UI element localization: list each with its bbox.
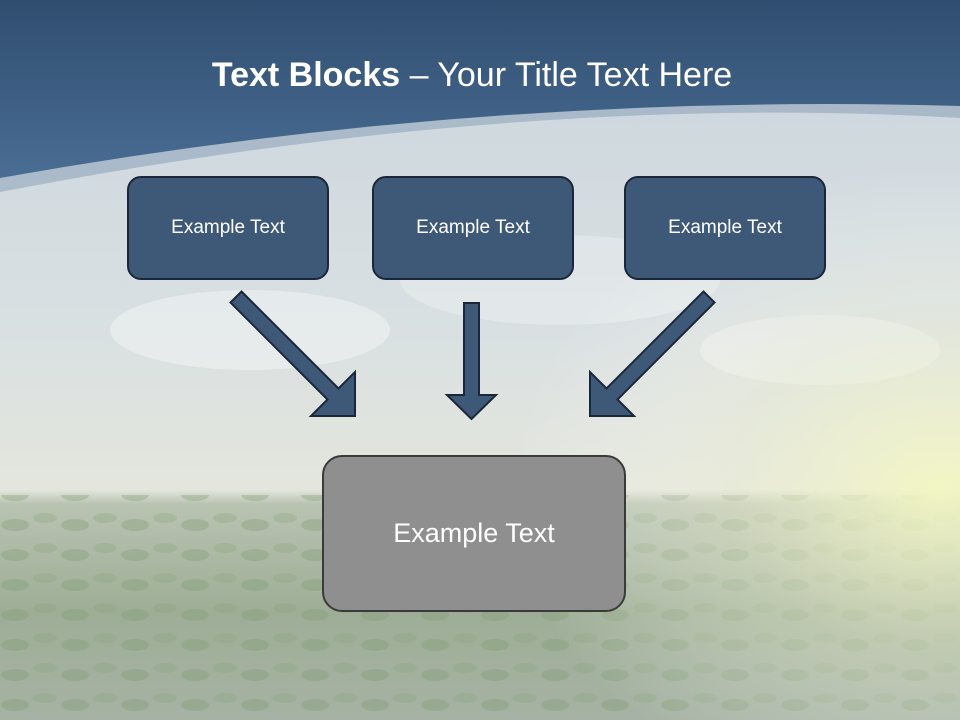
text-block-3[interactable]: Example Text (624, 176, 826, 280)
center-text-block[interactable]: Example Text (322, 455, 626, 612)
slide-title: Text Blocks – Your Title Text Here (0, 52, 944, 98)
text-block-1-label: Example Text (171, 217, 285, 238)
title-bold: Text Blocks (211, 56, 401, 94)
text-block-1[interactable]: Example Text (127, 176, 329, 280)
title-rest: – Your Title Text Here (400, 56, 733, 94)
text-block-3-label: Example Text (668, 217, 782, 238)
center-text-block-label: Example Text (393, 518, 555, 548)
text-block-2[interactable]: Example Text (372, 176, 574, 280)
text-block-2-label: Example Text (416, 217, 530, 238)
